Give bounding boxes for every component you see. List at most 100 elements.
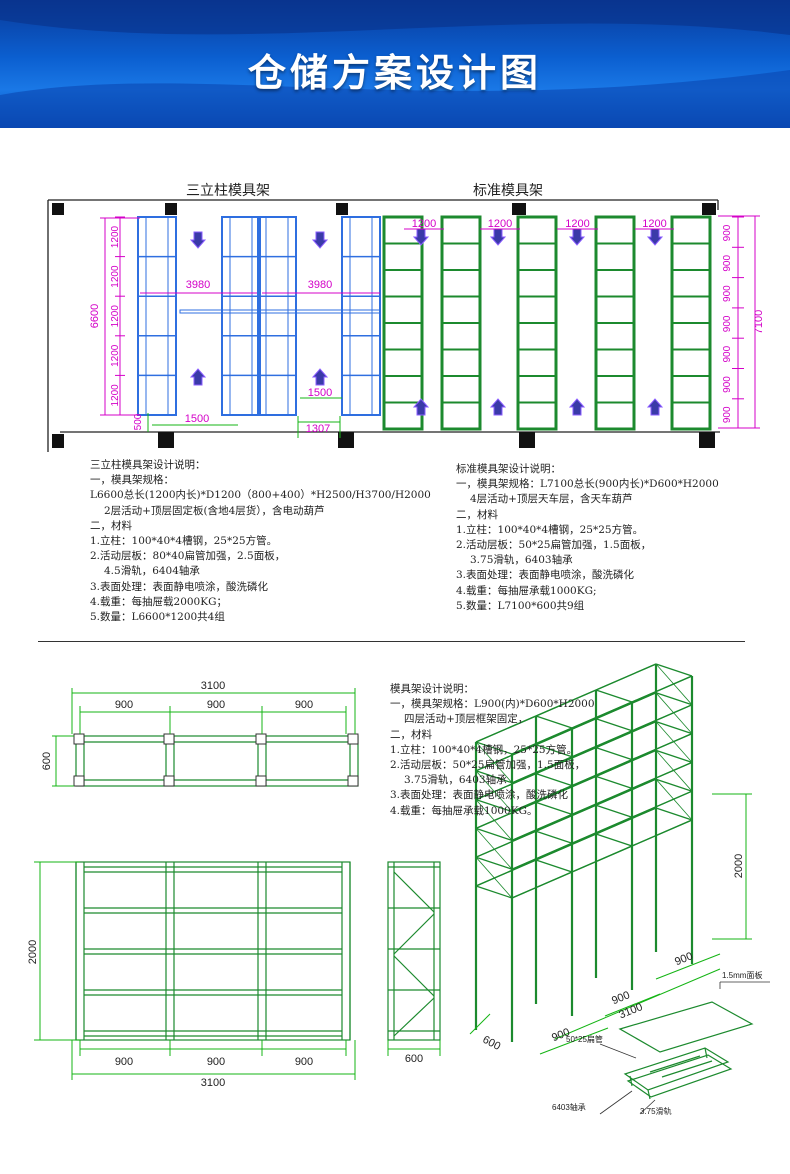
note-line: 四层活动+顶层框架固定， <box>404 713 529 726</box>
top-view-depth: 600 <box>41 752 53 770</box>
dim-row-label: 1200 <box>110 305 121 328</box>
arrow-up-icon <box>489 398 507 416</box>
iso-depth: 600 <box>480 1034 502 1053</box>
arrow-down-icon <box>311 231 329 249</box>
dim-aisle-label: 1200 <box>412 218 436 230</box>
side-view <box>387 861 441 1041</box>
dim-right-row-label: 900 <box>722 376 733 393</box>
note-line: 5.数量：L7100*600共9组 <box>456 599 585 612</box>
note-line: 一，模具架规格：L7100总长(900内长)*D600*H2000 <box>456 478 719 491</box>
note-line: 二，材料 <box>456 508 498 521</box>
dim-right-total: 7100 <box>753 310 765 334</box>
isometric-view <box>474 663 694 1042</box>
note-line: 2层活动+顶层固定板(含地4层货），含电动葫芦 <box>104 504 325 517</box>
foot-plate <box>73 733 85 745</box>
floor-plan-drawing: 三立柱模具架 标准模具架 6600 1200 1200 1200 1200 1200 3… <box>47 183 765 452</box>
note-line: 一，模具架规格：L900(内)*D600*H2000 <box>390 698 595 711</box>
note-line: 二，材料 <box>390 728 432 741</box>
dim-span-b: 3980 <box>308 279 332 291</box>
foot-plate <box>73 775 85 787</box>
note-line: L6600总长(1200内长)*D1200（800+400）*H2500/H37… <box>90 489 431 502</box>
section-divider <box>38 641 745 642</box>
iso-bay-b: 900 <box>610 989 632 1007</box>
note-line: 2.活动层板：50*25扁管加强，1.5面板， <box>456 539 652 552</box>
standard-rack-group <box>382 215 712 431</box>
note-line: 4.载重：每抽屉承载1000KG。 <box>390 804 538 817</box>
note-line: 2.活动层板：50*25扁管加强，1.5面板， <box>390 759 586 772</box>
arrow-down-icon <box>189 231 207 249</box>
front-view-bay-3: 900 <box>295 1056 313 1068</box>
drawer-detail <box>618 1001 754 1100</box>
note-line: 3.75滑轨，6403轴承 <box>470 554 573 567</box>
dim-row-label: 1200 <box>110 265 121 288</box>
three-column-rack-notes: 三立柱模具架设计说明： 一，模具架规格： L6600总长(1200内长)*D1200… <box>90 458 431 625</box>
top-view <box>73 733 359 787</box>
callout-bearing: 6403轴承 <box>552 1102 586 1112</box>
note-line: 模具架设计说明： <box>390 683 474 695</box>
front-view-height: 2000 <box>27 940 39 964</box>
standard-rack-notes: 标准模具架设计说明： 一，模具架规格：L7100总长(900内长)*D600*H2… <box>456 462 719 614</box>
label-three-column-rack: 三立柱模具架 <box>186 183 270 199</box>
dim-row-label: 1200 <box>110 384 121 407</box>
foot-plate <box>255 733 267 745</box>
dim-bottom-1500a: 1500 <box>185 413 209 425</box>
rack-detail-drawings: 3100 900 900 900 600 2000 900 900 900 31… <box>27 663 770 1116</box>
banner-wave-decoration <box>0 0 790 128</box>
iso-height: 2000 <box>733 854 745 878</box>
note-line: 标准模具架设计说明： <box>456 463 561 475</box>
arrow-up-icon <box>311 368 329 386</box>
arrow-up-icon <box>412 398 430 416</box>
header-banner: 仓储方案设计图 <box>0 0 790 128</box>
dim-right-row-label: 900 <box>722 406 733 423</box>
foot-plate <box>347 733 359 745</box>
note-line: 4.5滑轨，6404轴承 <box>104 565 200 578</box>
building-columns <box>52 203 716 448</box>
foot-plate <box>347 775 359 787</box>
blue-rack-unit <box>257 216 297 416</box>
arrow-down-icon <box>489 228 507 246</box>
callout-tube: 50*25扁管 <box>566 1034 603 1044</box>
dim-row-label: 1200 <box>110 344 121 367</box>
dim-span-a: 3980 <box>186 279 210 291</box>
note-line: 3.表面处理：表面静电喷涂，酸洗磷化 <box>90 580 269 593</box>
blue-rack-unit <box>137 216 177 416</box>
arrow-down-icon <box>568 228 586 246</box>
dim-bottom-1307: 1307 <box>306 423 330 435</box>
arrow-down-icon <box>646 228 664 246</box>
dim-total-6600: 6600 <box>89 304 101 328</box>
dim-right-row-label: 900 <box>722 255 733 272</box>
dim-aisle-label: 1200 <box>565 218 589 230</box>
arrow-down-icon <box>412 228 430 246</box>
front-view <box>75 861 351 1041</box>
callout-panel: 1.5mm面板 <box>722 970 762 980</box>
front-view-bay-1: 900 <box>115 1056 133 1068</box>
note-line: 5.数量：L6600*1200共4组 <box>90 611 225 624</box>
note-line: 2.活动层板：80*40扁管加强，2.5面板， <box>90 550 286 563</box>
blue-rack-unit <box>341 216 381 416</box>
note-line: 3.75滑轨，6403轴承 <box>404 774 507 787</box>
foot-plate <box>163 733 175 745</box>
dim-bottom-1500b: 1500 <box>308 387 332 399</box>
label-standard-rack: 标准模具架 <box>473 183 543 199</box>
note-line: 1.立柱：100*40*4槽钢，25*25方管。 <box>456 523 644 536</box>
arrow-up-icon <box>646 398 664 416</box>
callout-rail: 3.75滑轨 <box>640 1106 672 1116</box>
dim-right-row-label: 900 <box>722 345 733 362</box>
note-line: 一，模具架规格： <box>90 474 174 487</box>
three-column-rack-group <box>137 216 381 416</box>
dim-aisle-label: 1200 <box>642 218 666 230</box>
note-line: 4层活动+顶层天车层，含天车葫芦 <box>470 493 633 506</box>
top-view-total: 3100 <box>201 680 225 692</box>
row-dimensions: 1200 1200 1200 1200 1200 <box>110 216 125 407</box>
foot-plate <box>163 775 175 787</box>
top-view-bay-1: 900 <box>115 699 133 711</box>
arrow-up-icon <box>189 368 207 386</box>
top-view-bay-2: 900 <box>207 699 225 711</box>
dim-right-row-label: 900 <box>722 315 733 332</box>
dim-row-label: 1200 <box>110 225 121 248</box>
front-view-bay-2: 900 <box>207 1056 225 1068</box>
note-line: 三立柱模具架设计说明： <box>90 459 206 471</box>
direction-arrows <box>189 228 664 416</box>
